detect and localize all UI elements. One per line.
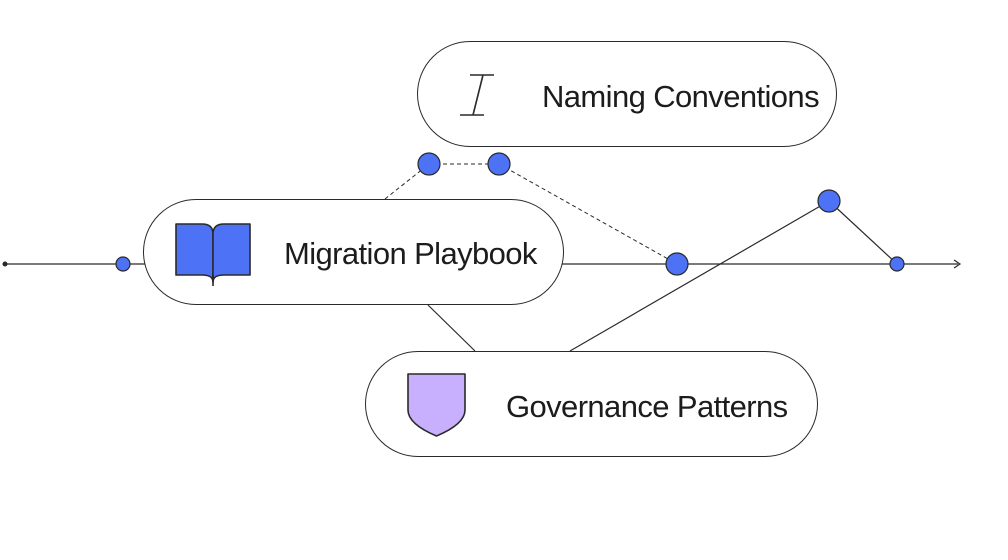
dashed-connector-right [498, 163, 678, 265]
governance-patterns-label: Governance Patterns [506, 389, 788, 424]
timeline-node [889, 256, 905, 272]
connector-migration-governance [427, 304, 476, 352]
timeline-start-dot [2, 261, 8, 267]
shield-icon [407, 373, 466, 437]
timeline-node [417, 152, 441, 176]
timeline-node [487, 152, 511, 176]
text-cursor-icon [460, 74, 494, 116]
timeline-node [115, 256, 131, 272]
naming-conventions-node: Naming Conventions [417, 41, 837, 147]
connector-peak-end [828, 200, 898, 265]
naming-conventions-label: Naming Conventions [542, 79, 820, 114]
timeline-arrowhead [953, 259, 962, 269]
timeline-node [665, 252, 689, 276]
connector-governance-peak [569, 200, 830, 352]
migration-playbook-label: Migration Playbook [284, 236, 537, 271]
dashed-connector-left [384, 163, 430, 200]
migration-playbook-node: Migration Playbook [143, 199, 564, 305]
timeline-node [817, 189, 841, 213]
open-book-icon [175, 223, 251, 286]
governance-patterns-node: Governance Patterns [365, 351, 818, 457]
